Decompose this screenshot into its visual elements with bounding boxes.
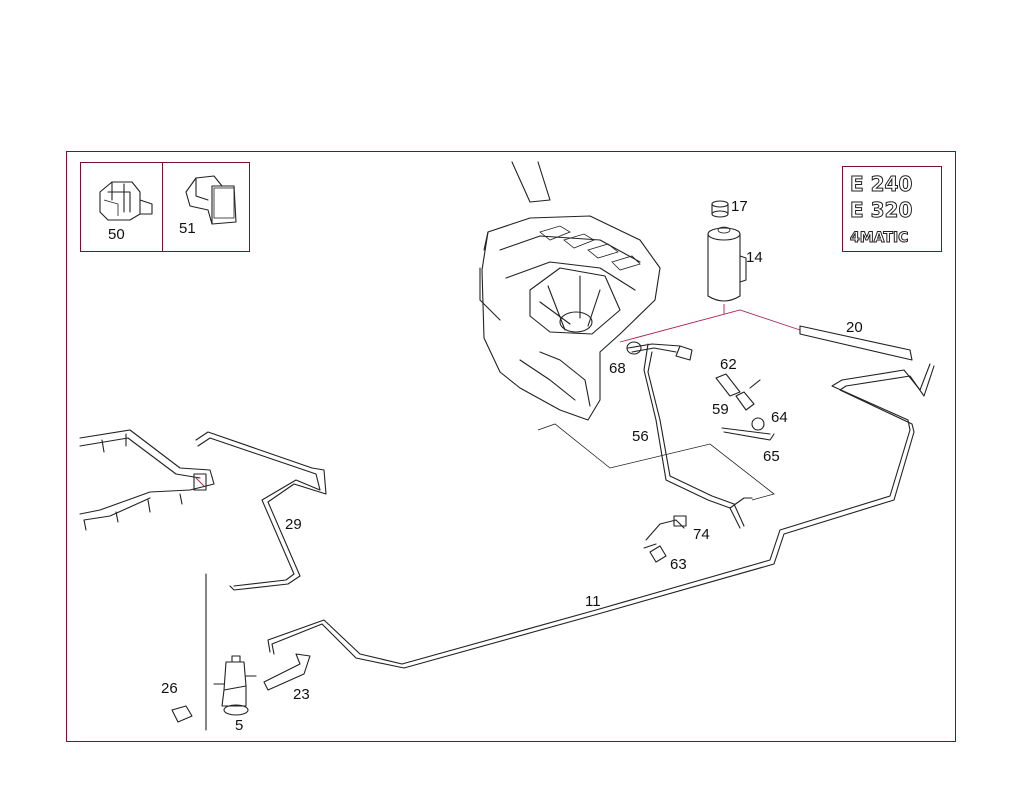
callout-65: 65 [763, 448, 780, 465]
callout-14: 14 [746, 249, 763, 266]
model-badges: E 240 E 320 4MATIC [850, 172, 913, 247]
callout-64: 64 [771, 409, 788, 426]
callout-56: 56 [632, 428, 649, 445]
valve-5-illustration [213, 655, 257, 716]
badge-e320: E 320 [850, 198, 912, 222]
callout-62: 62 [720, 356, 737, 373]
fuel-filter-illustration [707, 200, 747, 302]
part-50-illustration [99, 181, 153, 221]
callout-63: 63 [670, 556, 687, 573]
callout-26: 26 [161, 680, 178, 697]
model-badge-box [842, 166, 942, 252]
inset-part-50 [80, 162, 163, 252]
badge-4matic: 4MATIC [850, 230, 908, 246]
callout-17: 17 [731, 198, 748, 215]
callout-20: 20 [846, 319, 863, 336]
fuel-line-29 [195, 431, 327, 591]
part-51-illustration [185, 175, 237, 225]
fuel-line-56 [627, 343, 753, 529]
callout-51: 51 [179, 220, 196, 237]
fittings-74-63 [643, 515, 687, 563]
diagram-frame [66, 151, 956, 742]
hose-20 [799, 325, 913, 361]
callout-74: 74 [693, 526, 710, 543]
callout-11: 11 [585, 593, 601, 610]
callout-50: 50 [108, 226, 125, 243]
callout-29: 29 [285, 516, 302, 533]
fuel-line-11 [267, 363, 935, 669]
hose-26 [171, 705, 193, 723]
small-fittings [626, 341, 775, 441]
fuel-rail-illustration [79, 429, 215, 531]
callout-68: 68 [609, 360, 626, 377]
callout-23: 23 [293, 686, 310, 703]
callout-5: 5 [235, 717, 243, 734]
engine-block-illustration [479, 161, 775, 501]
callout-59: 59 [712, 401, 729, 418]
badge-e240: E 240 [850, 172, 912, 196]
hose-23 [263, 653, 311, 691]
